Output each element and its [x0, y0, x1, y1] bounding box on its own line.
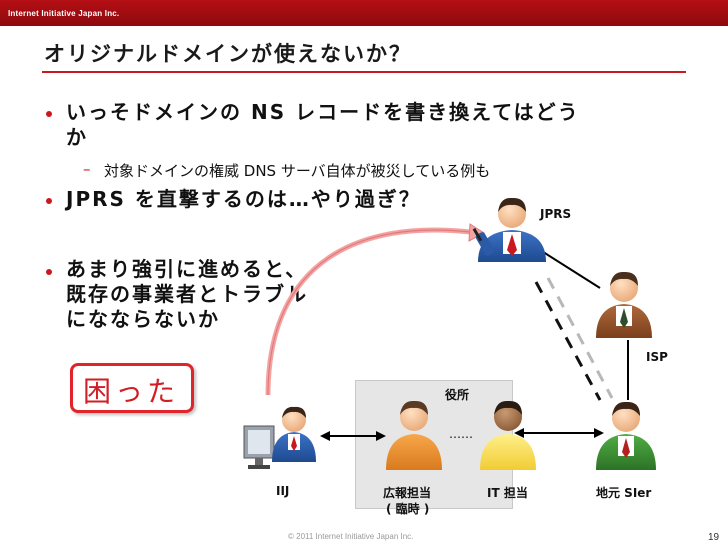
header-banner: Internet Initiative Japan Inc.: [0, 0, 728, 26]
sub-bullet-dash: –: [83, 160, 91, 178]
bullet-3-line2: 既存の事業者とトラブル: [66, 282, 308, 306]
person-isp-icon: [596, 271, 652, 338]
bullet-2: JPRS を直撃するのは…やり過ぎ？: [66, 187, 421, 212]
curved-arrow-edge: [267, 229, 471, 396]
computer-icon: [243, 425, 275, 469]
trouble-label: 困った: [83, 375, 180, 408]
label-it: IT 担当: [487, 486, 528, 500]
company-name: Internet Initiative Japan Inc.: [8, 9, 120, 18]
title-underline: [42, 71, 686, 73]
label-jprs: JPRS: [540, 207, 572, 221]
bullet-dot: [46, 269, 52, 275]
label-sier: 地元 SIer: [596, 486, 652, 500]
bullet-1-line2: か: [66, 125, 88, 149]
bullet-3-line3: になならないか: [66, 307, 220, 331]
bullet-3: あまり強引に進めると、 既存の事業者とトラブル になならないか: [66, 257, 308, 332]
bullet-1-line1: いっそドメインの NS レコードを書き換えてはどう: [66, 100, 580, 124]
sub-bullet: 対象ドメインの権威 DNS サーバ自体が被災している例も: [104, 162, 491, 180]
bullet-3-line1: あまり強引に進めると、: [66, 257, 308, 281]
person-iij-icon: [272, 406, 316, 462]
bullet-2-line1: JPRS を直撃するのは…やり過ぎ？: [66, 187, 421, 211]
arrowhead-left: [320, 431, 330, 441]
page-number: 19: [708, 532, 720, 543]
label-pr-sub: ( 臨時 ): [386, 502, 430, 516]
arrowhead-right: [376, 431, 386, 441]
ellipsis: ……: [449, 427, 473, 441]
label-office: 役所: [445, 388, 470, 402]
footer-copyright: © 2011 Internet Initiative Japan Inc.: [288, 532, 414, 541]
arrowhead-right: [594, 428, 604, 438]
label-pr: 広報担当: [383, 486, 432, 500]
dashed-link-black: [534, 281, 602, 401]
bullet-1: いっそドメインの NS レコードを書き換えてはどう か: [66, 100, 580, 150]
label-isp: ISP: [646, 350, 668, 364]
person-jprs-icon: [472, 197, 546, 262]
person-it-icon: [480, 400, 536, 470]
trouble-callout: 困った: [70, 363, 194, 413]
bullet-dot: [46, 198, 52, 204]
curved-arrow: [265, 227, 471, 396]
dashed-link-gray: [546, 277, 614, 399]
arrowhead-left: [514, 428, 524, 438]
link-jprs-isp: [539, 249, 601, 289]
person-sier-icon: [596, 401, 656, 470]
slide-title: オリジナルドメインが使えないか？: [44, 42, 412, 66]
label-iij: IIJ: [276, 484, 290, 498]
bullet-dot: [46, 111, 52, 117]
person-pr-icon: [386, 400, 442, 470]
